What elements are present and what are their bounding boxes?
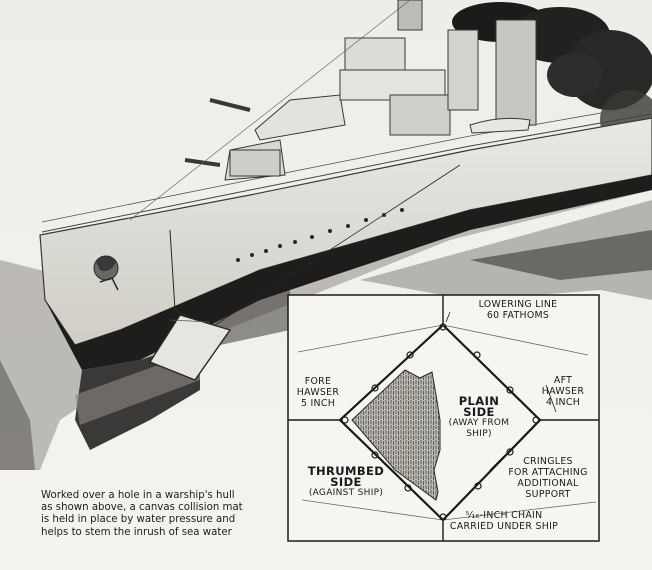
fore-hawser-label: FORE HAWSER 5 INCH [296, 376, 340, 409]
collision-mat-diagram [287, 294, 600, 542]
caption-line: as shown above, a canvas collision mat [41, 502, 243, 514]
cringles-label: CRINGLES FOR ATTACHING ADDITIONAL SUPPOR… [508, 456, 588, 500]
illustration-caption: Worked over a hole in a warship's hull a… [41, 490, 275, 539]
lowering-line-label: LOWERING LINE 60 FATHOMS [478, 299, 558, 321]
caption-line: helps to stem the inrush of sea water [41, 526, 232, 538]
hull-emblem [93, 255, 119, 291]
thrumbed-side-label: THRUMBED SIDE (AGAINST SHIP) [307, 464, 385, 498]
chain-label: ⁵⁄₁₆-INCH CHAIN CARRIED UNDER SHIP [449, 510, 559, 532]
superstructure [184, 0, 537, 181]
caption-line: Worked over a hole in a warship's hull [41, 490, 235, 501]
sea [0, 150, 652, 470]
collision-mat-on-hull [148, 314, 232, 381]
caption-line: is held in place by water pressure and [41, 514, 236, 526]
plain-side-label: PLAIN SIDE (AWAY FROM SHIP) [448, 394, 510, 439]
aft-hawser-label: AFT HAWSER 4 INCH [541, 375, 585, 408]
